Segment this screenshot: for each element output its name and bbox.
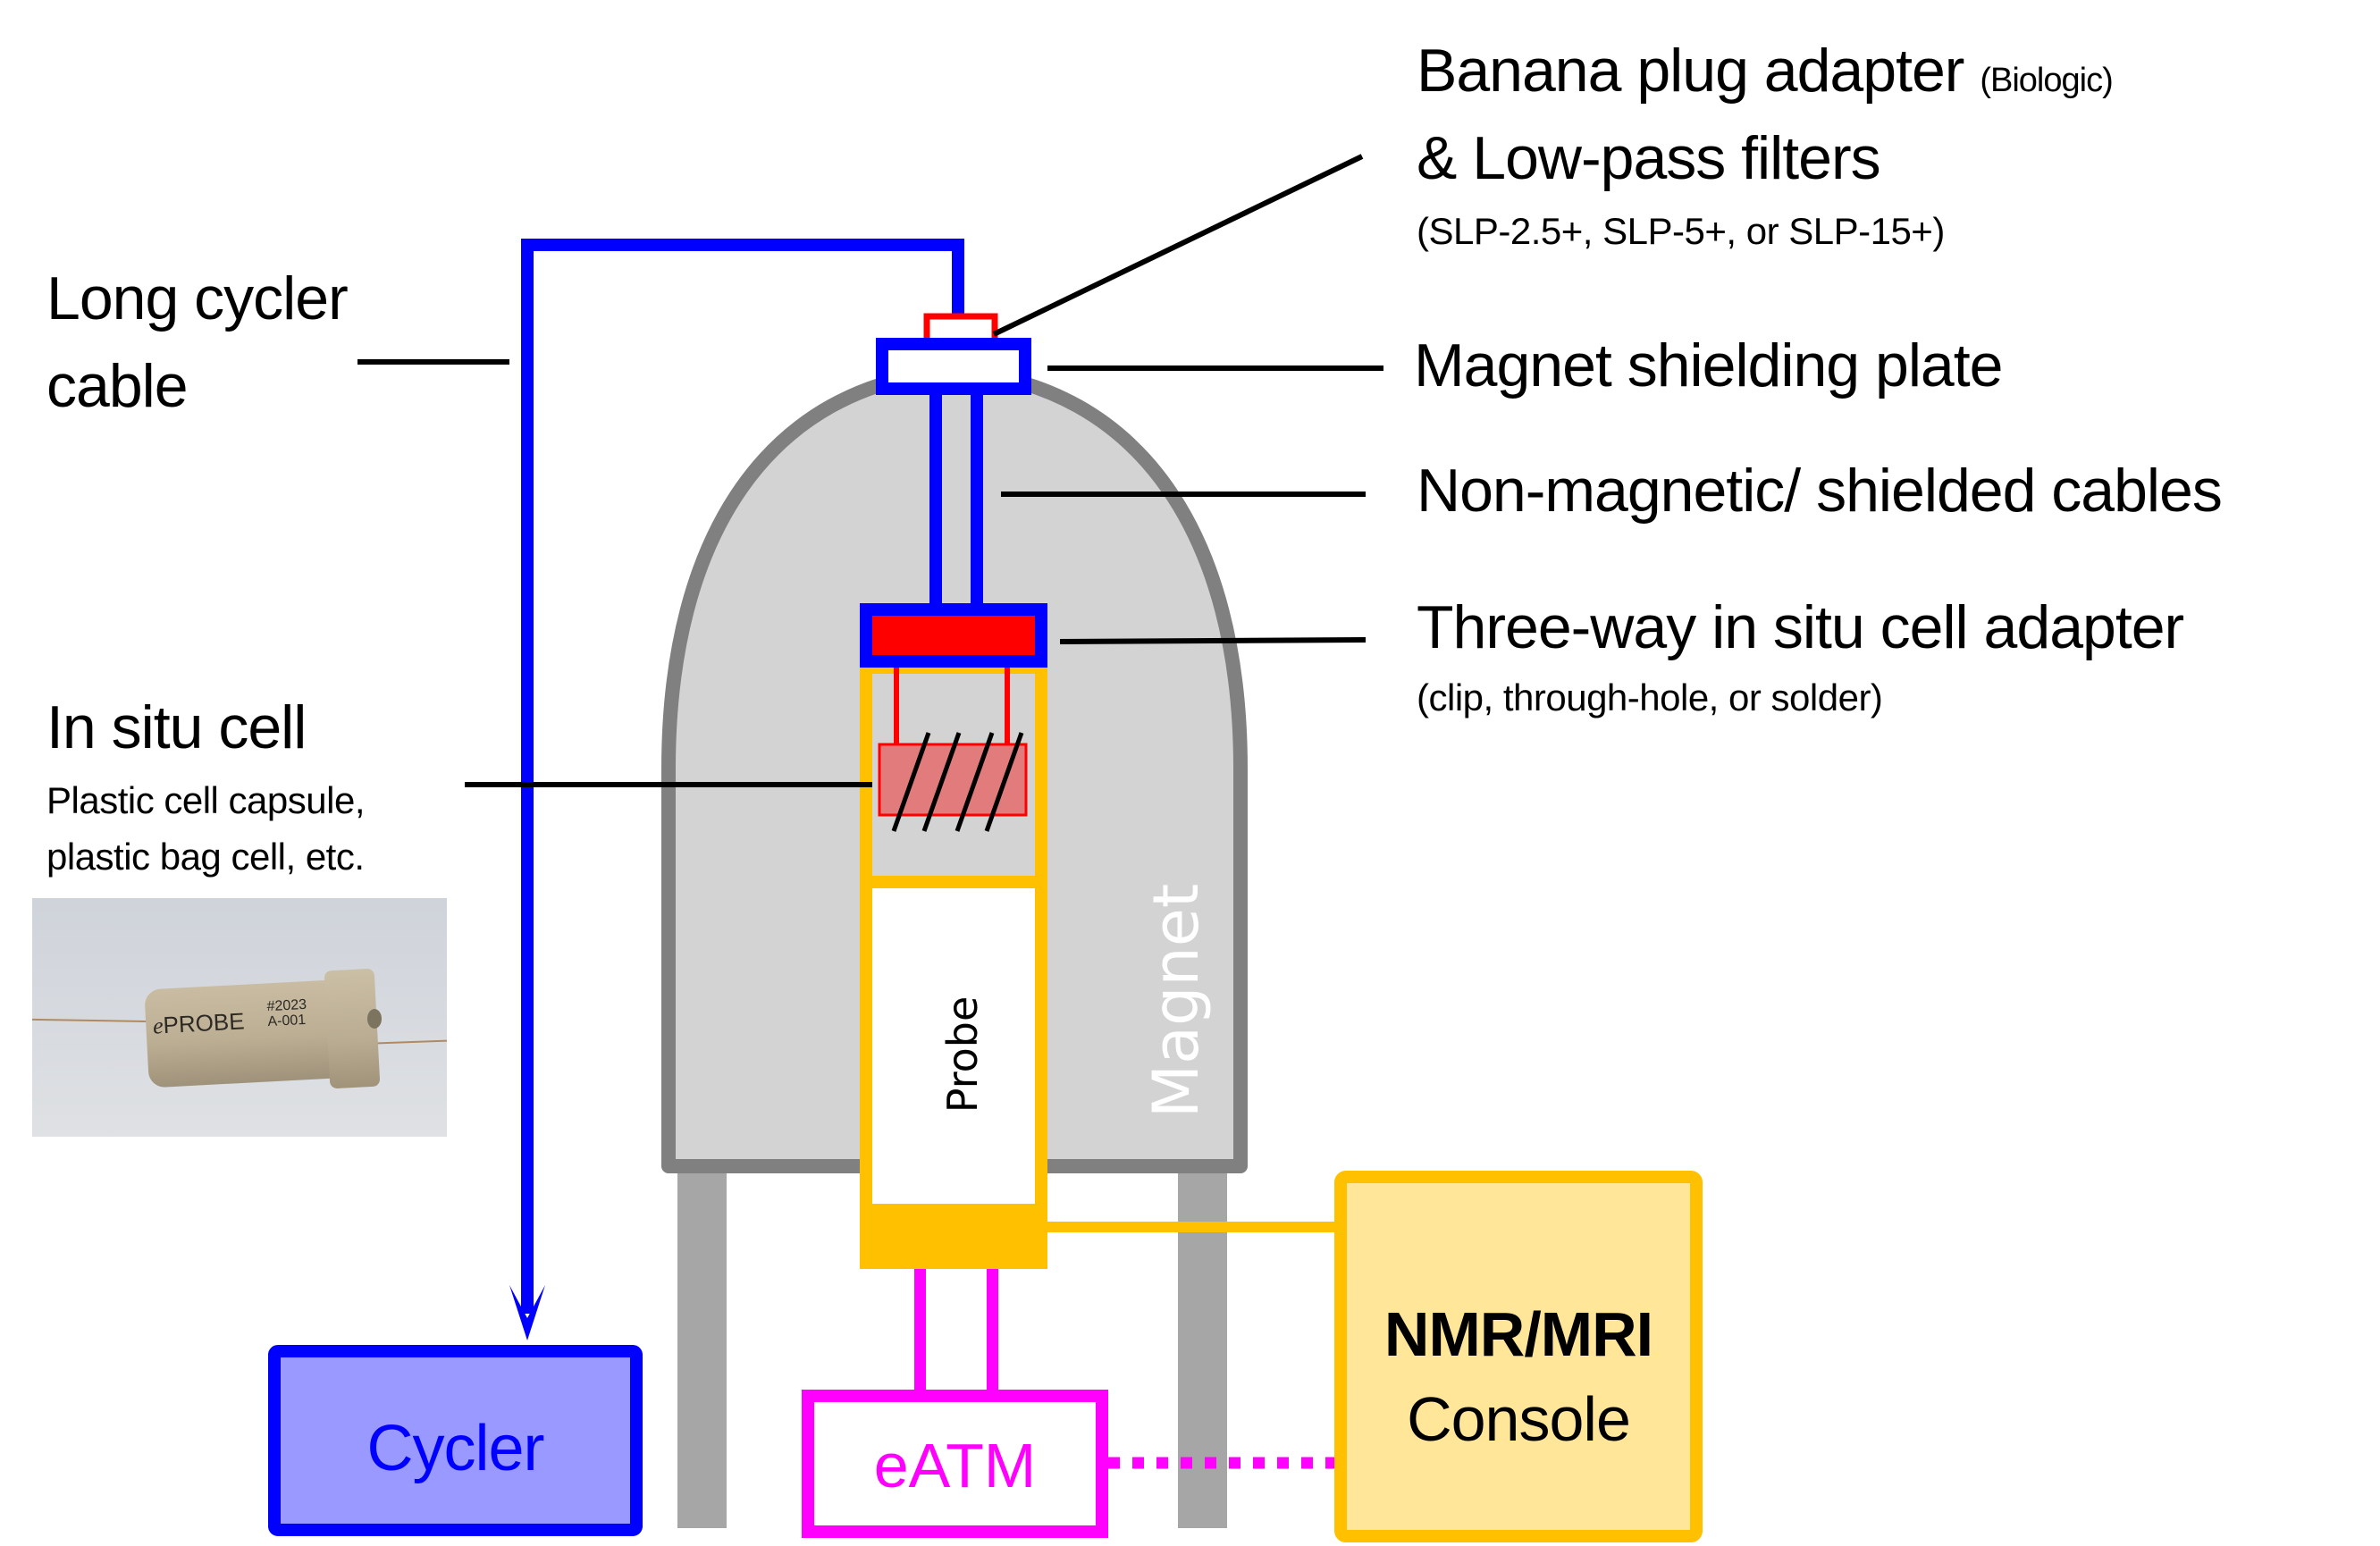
probe-console-link bbox=[1047, 1222, 1338, 1232]
eatm-box[interactable] bbox=[802, 1390, 1108, 1538]
in-situ-cell-desc-1: Plastic cell capsule, bbox=[46, 779, 366, 821]
photo-wire-right bbox=[371, 1039, 447, 1045]
long-cable-label-2: cable bbox=[46, 352, 189, 420]
cable-arrowhead-icon bbox=[509, 1285, 545, 1340]
three-way-adapter bbox=[860, 603, 1047, 668]
leader-lines bbox=[357, 154, 1383, 787]
in-situ-cell-photo: ePROBE #2023 A-001 bbox=[32, 898, 447, 1137]
magnet-shielding-plate bbox=[876, 338, 1031, 395]
shielded-cables-label: Non-magnetic/ shielded cables bbox=[1417, 457, 2223, 525]
magnet-label: Magnet bbox=[1140, 884, 1213, 1119]
probe-base bbox=[860, 1204, 1047, 1269]
banana-plug-filter bbox=[923, 313, 998, 345]
long-cable-label-1: Long cycler bbox=[46, 265, 349, 332]
shielding-plate-label: Magnet shielding plate bbox=[1414, 332, 2003, 399]
photo-wire-left bbox=[32, 1018, 154, 1023]
long-cycler-cable bbox=[521, 239, 964, 1314]
leader-banana bbox=[992, 154, 1364, 337]
adapter-label: Three-way in situ cell adapter bbox=[1417, 593, 2184, 661]
probe-divider bbox=[860, 876, 1047, 888]
eatm-cable-2 bbox=[987, 1269, 998, 1394]
banana-plug-brand: (Biologic) bbox=[1980, 62, 2113, 99]
photo-capsule-cap bbox=[324, 968, 381, 1089]
probe-label: Probe bbox=[938, 996, 987, 1113]
console-subtitle: Console bbox=[1407, 1384, 1631, 1454]
banana-plug-title: Banana plug adapter bbox=[1417, 37, 1964, 105]
console-title: NMR/MRI bbox=[1383, 1299, 1653, 1369]
console-box[interactable] bbox=[1334, 1171, 1703, 1542]
adapter-options-label: (clip, through-hole, or solder) bbox=[1417, 676, 1883, 718]
banana-plug-label: Banana plug adapter (Biologic) bbox=[1417, 40, 2114, 101]
low-pass-filter-label: & Low-pass filters bbox=[1417, 124, 1881, 192]
magnet-leg-right bbox=[1178, 1162, 1227, 1528]
in-situ-cell-title: In situ cell bbox=[46, 693, 307, 761]
probe-body bbox=[872, 887, 1035, 1204]
in-situ-cell-desc-2: plastic bag cell, etc. bbox=[46, 836, 365, 878]
photo-capsule-hole bbox=[367, 1009, 382, 1029]
rf-coil-icon bbox=[891, 732, 1024, 832]
magnet-leg-left bbox=[677, 1162, 727, 1528]
cycler-box[interactable] bbox=[268, 1345, 643, 1536]
photo-serial: #2023 A-001 bbox=[266, 996, 307, 1030]
cell-lead-left bbox=[894, 668, 899, 748]
leader-adapter bbox=[1059, 637, 1367, 644]
shielded-cable-2 bbox=[971, 394, 983, 609]
filter-models-label: (SLP-2.5+, SLP-5+, or SLP-15+) bbox=[1417, 210, 1945, 252]
eatm-cable-1 bbox=[914, 1269, 926, 1394]
cycler-label: Cycler bbox=[366, 1413, 544, 1484]
shielded-cable-1 bbox=[929, 394, 942, 609]
cell-lead-right bbox=[1005, 668, 1010, 748]
eatm-label: eATM bbox=[873, 1431, 1037, 1500]
photo-brand: ePROBE bbox=[152, 1007, 246, 1039]
